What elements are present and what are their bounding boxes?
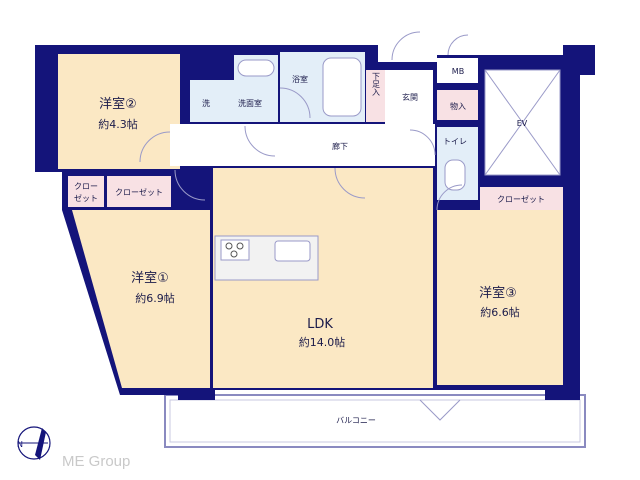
closet-small-label-1: クロー: [74, 182, 98, 191]
compass-icon: N: [17, 426, 51, 460]
closet-small: [68, 176, 104, 207]
room-ldk-size: 約14.0帖: [299, 335, 346, 349]
entrance: [385, 70, 433, 124]
storage-label: 物入: [450, 101, 466, 111]
closet-right: [480, 187, 563, 210]
bathroom-label: 浴室: [292, 74, 308, 84]
shoe-storage: [366, 70, 385, 122]
storage: [437, 90, 478, 120]
closet-left-label: クローゼット: [115, 187, 163, 197]
entrance-label: 玄関: [402, 92, 418, 102]
closet-right-label: クローゼット: [497, 194, 545, 204]
washroom: [190, 80, 278, 122]
room-western-1: [72, 210, 210, 388]
brand-logo: ME Group: [62, 453, 130, 470]
room-western-3: [437, 210, 563, 385]
sink-icon: [274, 240, 311, 262]
toilet-label: トイレ: [443, 137, 467, 146]
compass-north: N: [17, 440, 23, 449]
ev-label: EV: [517, 119, 528, 128]
room-western-2-size: 約4.3帖: [98, 117, 138, 131]
closet-left: [107, 176, 171, 207]
hallway: [170, 124, 435, 166]
stove-icon: [220, 239, 250, 261]
bathtub-icon: [322, 57, 362, 117]
balcony-label: バルコニー: [336, 416, 376, 425]
room-ldk-name: LDK: [307, 317, 333, 332]
wash-label: 洗: [202, 98, 210, 108]
room-western-3-name: 洋室③: [479, 285, 517, 301]
room-western-1-size: 約6.9帖: [135, 291, 175, 305]
shoe-storage-label: 下足入: [372, 72, 381, 96]
hallway-label: 廊下: [332, 141, 348, 151]
room-western-3-size: 約6.6帖: [480, 305, 520, 319]
room-western-2-name: 洋室②: [99, 96, 137, 112]
room-western-2: [58, 54, 180, 169]
balcony-area: [164, 394, 586, 448]
washroom-label: 洗面室: [238, 98, 262, 108]
door-swings: [139, 31, 469, 421]
room-western-1-name: 洋室①: [131, 270, 169, 286]
mb-label: MB: [452, 67, 464, 76]
toilet-icon: [444, 159, 466, 191]
mb-box: [437, 58, 478, 83]
closet-small-label-2: ゼット: [74, 193, 98, 203]
